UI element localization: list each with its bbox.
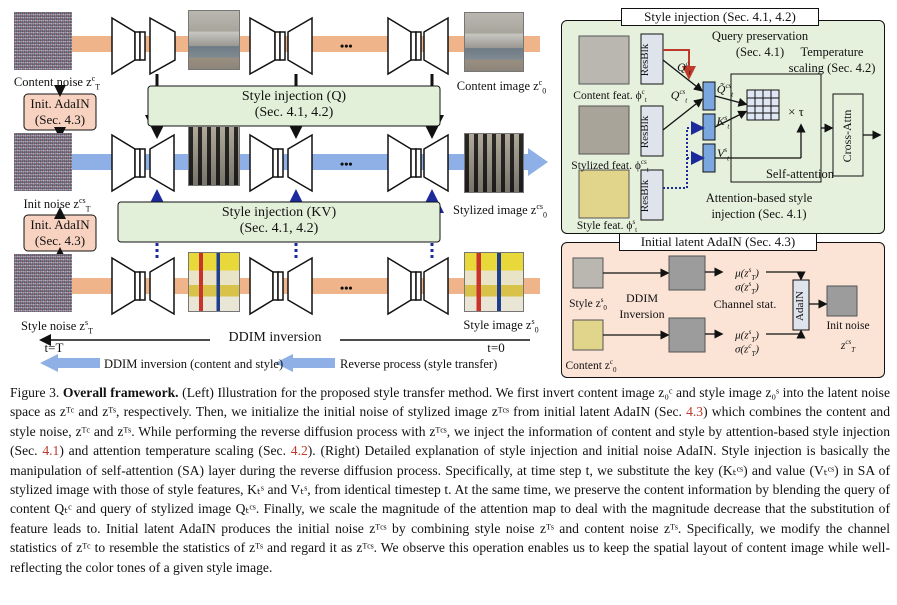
caption-ref-4-3[interactable]: 4.3 xyxy=(686,404,704,420)
q-c-label: Qct xyxy=(677,60,691,77)
unet-row2 xyxy=(111,133,449,193)
adain-style-label: Style zs0 xyxy=(569,296,607,313)
adain-content-label: Content zc0 xyxy=(565,358,617,375)
caption-part1: (Left) Illustration for the proposed sty… xyxy=(10,385,890,420)
resblk-1-label: ResBlk xyxy=(639,43,651,77)
ellipsis-row3: ••• xyxy=(340,281,353,295)
q-cs-label: Qcst xyxy=(670,88,688,105)
content-x0-image xyxy=(188,10,240,70)
t-T-label: t=T xyxy=(44,340,64,355)
style-x0-image xyxy=(188,252,240,312)
v-s-label: Vst xyxy=(716,146,730,163)
adain-diagram xyxy=(572,255,858,353)
style-noise-label: Style noise zsT xyxy=(21,318,93,336)
caption-part2: ) which combines the content and style n… xyxy=(10,404,890,459)
style-injection-kv-label: Style injection (KV)(Sec. 4.1, 4.2) xyxy=(221,205,337,236)
content-feat-label: Content feat. ϕct xyxy=(573,88,647,105)
unet-row1 xyxy=(111,16,449,76)
content-noise-label: Content noise zcT xyxy=(13,74,101,92)
ddim-inversion-label: DDIM inversion xyxy=(210,330,340,346)
init-noise-label: Init noise zcsT xyxy=(23,196,91,214)
caption-ref-4-1[interactable]: 4.1 xyxy=(42,443,60,459)
caption-fig-number: Figure 3. xyxy=(10,385,60,400)
caption-part4: ). (Right) Detailed explanation of style… xyxy=(10,443,890,575)
legend-ddim-arrow xyxy=(40,354,100,372)
ellipsis-row2: ••• xyxy=(340,157,353,171)
stylized-feat-label: Stylized feat. ϕcst xyxy=(571,158,649,175)
legend-ddim-label: DDIM inversion (content and style) xyxy=(104,357,284,371)
q-tilde-label: Q̃cst xyxy=(716,82,734,99)
style-noise-image xyxy=(14,254,72,312)
content-image-label: Content image zc0 xyxy=(456,78,547,96)
init-noise-image xyxy=(14,133,72,191)
framework-diagram: ••• ••• ••• xyxy=(14,16,548,372)
sigma-s-label: σ(zsT) xyxy=(735,280,759,296)
style-injection-kv-box xyxy=(117,201,441,243)
ellipsis-row1: ••• xyxy=(340,39,353,53)
style-injection-q-label: Style injection (Q)(Sec. 4.1, 4.2) xyxy=(241,89,347,120)
style-injection-panel-title: Style injection (Sec. 4.1, 4.2) xyxy=(621,8,819,26)
adain-panel-title: Initial latent AdaIN (Sec. 4.3) xyxy=(619,233,817,251)
figure-caption: Figure 3. Overall framework. (Left) Illu… xyxy=(10,383,890,577)
init-adain-bottom-label: Init. AdaIN(Sec. 4.3) xyxy=(30,217,90,248)
channel-stat-label: Channel stat. xyxy=(713,297,777,311)
style-image xyxy=(464,252,524,312)
t-0-label: t=0 xyxy=(487,340,505,355)
caption-bold-title: Overall framework. xyxy=(62,385,179,400)
style-feat-label: Style feat. ϕst xyxy=(576,218,638,235)
mu-s-label: μ(zsT) xyxy=(735,266,759,282)
times-tau-label: × τ xyxy=(788,104,804,119)
style-image-label: Style image zs0 xyxy=(463,317,539,335)
temperature-scaling-label: Temperature scaling (Sec. 4.2) xyxy=(788,45,876,75)
legend-reverse-arrow xyxy=(275,354,335,372)
resblk-2-label: ResBlk xyxy=(639,115,651,149)
unet-row3 xyxy=(111,256,449,316)
style-injection-diagram xyxy=(578,33,882,221)
content-image xyxy=(464,12,524,72)
stylized-image xyxy=(464,133,524,193)
content-noise-image xyxy=(14,12,72,70)
stylized-image-label: Stylized image zcs0 xyxy=(453,202,547,220)
legend-reverse-label: Reverse process (style transfer) xyxy=(340,357,498,371)
self-attention-label: Self-attention xyxy=(765,167,835,181)
adain-block-label: AdaIN xyxy=(794,291,806,321)
caption-ref-4-2[interactable]: 4.2 xyxy=(290,443,308,459)
style-injection-q-box xyxy=(147,85,441,127)
attention-based-label: Attention-based style injection (Sec. 4.… xyxy=(705,191,813,221)
cross-attn-label: Cross-Attn xyxy=(840,109,854,163)
sigma-c-label: σ(zcT) xyxy=(734,342,760,358)
caption-part3: ) and attention temperature scaling (Sec… xyxy=(59,443,286,459)
init-adain-top-label: Init. AdaIN(Sec. 4.3) xyxy=(30,96,90,127)
stylized-x0-image xyxy=(188,126,240,186)
query-preservation-label: Query preservation (Sec. 4.1) xyxy=(711,29,809,59)
mu-c-label: μ(zsT) xyxy=(735,328,759,344)
k-s-label: Kst xyxy=(716,114,730,131)
